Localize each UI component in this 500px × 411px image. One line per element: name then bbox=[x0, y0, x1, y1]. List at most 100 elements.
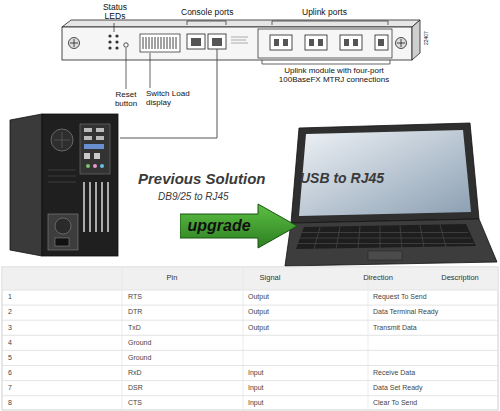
tower-pc bbox=[84, 128, 92, 132]
table-cell: 2 bbox=[8, 308, 12, 316]
leader-lines bbox=[187, 21, 226, 25]
table-cell: Output bbox=[248, 293, 269, 301]
reset-button bbox=[124, 43, 128, 47]
laptop bbox=[368, 251, 402, 260]
laptop bbox=[299, 130, 471, 216]
tower-pc bbox=[10, 114, 42, 256]
table-cell: Transmit Data bbox=[373, 324, 417, 332]
table-cell: Ground bbox=[128, 339, 151, 347]
console-port-jacks bbox=[191, 38, 201, 46]
table-header: Description bbox=[441, 274, 479, 282]
table-cell: RTS bbox=[128, 293, 142, 301]
console-port-jacks bbox=[231, 37, 248, 43]
leader-lines bbox=[126, 48, 127, 89]
table-cell: Data Set Ready bbox=[373, 384, 422, 392]
uplink-port-jacks bbox=[318, 39, 323, 46]
pin-table bbox=[2, 267, 498, 410]
arrow-shape bbox=[180, 204, 297, 248]
caption-text: DB9/25 to RJ45 bbox=[158, 191, 229, 202]
console-port-jacks bbox=[212, 38, 222, 46]
uplink-port-jacks bbox=[353, 39, 358, 46]
upgrade-arrow: upgrade bbox=[180, 203, 298, 249]
tower-pc bbox=[42, 114, 118, 256]
laptop bbox=[285, 219, 497, 266]
table-cell: Clear To Send bbox=[373, 399, 417, 407]
arrow-label: upgrade bbox=[187, 217, 250, 235]
tower-pc bbox=[10, 114, 118, 256]
tower-pc bbox=[54, 132, 70, 148]
arrow-label-box: upgrade bbox=[180, 214, 258, 238]
pin-table bbox=[3, 268, 498, 291]
pin-table bbox=[2, 267, 498, 410]
laptop bbox=[314, 225, 446, 250]
switch-module bbox=[62, 20, 420, 60]
console-port-jacks bbox=[187, 34, 248, 49]
status-leds bbox=[108, 46, 111, 49]
table-cell: Data Terminal Ready bbox=[373, 308, 438, 316]
switch-module bbox=[412, 20, 420, 60]
caption-text: Previous Solution bbox=[138, 171, 266, 188]
tower-pc bbox=[100, 164, 104, 168]
laptop bbox=[291, 123, 479, 223]
table-cell: 7 bbox=[8, 384, 12, 392]
part-label: Switch Load display bbox=[146, 90, 204, 108]
load-display bbox=[140, 34, 180, 52]
part-label: Status LEDs bbox=[94, 3, 136, 22]
table-cell: 3 bbox=[8, 324, 12, 332]
part-label: Reset button bbox=[109, 91, 143, 109]
table-cell: DSR bbox=[128, 384, 143, 392]
pin-table bbox=[122, 267, 368, 410]
tower-pc bbox=[96, 128, 104, 132]
table-header: Direction bbox=[363, 274, 393, 282]
switch-module bbox=[397, 39, 405, 47]
tower-pc bbox=[84, 153, 90, 159]
table-header: Pin bbox=[167, 274, 178, 282]
caption-text: USB to RJ45 bbox=[300, 171, 384, 186]
status-leds bbox=[108, 40, 111, 43]
tower-pc bbox=[48, 170, 76, 182]
tower-pc bbox=[80, 124, 110, 174]
switch-module bbox=[62, 27, 412, 60]
status-leds bbox=[108, 34, 118, 49]
load-display bbox=[143, 37, 176, 49]
table-cell: 4 bbox=[8, 339, 12, 347]
table-header: Signal bbox=[260, 274, 281, 282]
table-cell: Output bbox=[248, 324, 269, 332]
switch-module bbox=[69, 38, 80, 49]
status-leds bbox=[108, 34, 111, 37]
leader-lines bbox=[150, 53, 151, 88]
console-port-jacks bbox=[208, 34, 226, 49]
load-display bbox=[140, 34, 180, 52]
tower-pc bbox=[84, 136, 92, 140]
switch-module bbox=[258, 29, 392, 58]
table-cell: 5 bbox=[8, 354, 12, 362]
table-cell: Ground bbox=[128, 354, 151, 362]
table-cell: RxD bbox=[128, 369, 142, 377]
part-label: Uplink module with four-port 100BaseFX M… bbox=[264, 67, 404, 85]
console-port-jacks bbox=[187, 34, 205, 49]
tower-pc bbox=[94, 153, 100, 159]
tower-pc bbox=[51, 129, 73, 151]
uplink-port-jacks bbox=[305, 35, 327, 50]
uplink-port-jacks bbox=[309, 39, 314, 46]
leader-lines bbox=[114, 23, 115, 32]
tower-pc bbox=[86, 164, 90, 168]
status-leds bbox=[115, 34, 118, 37]
tower-pc bbox=[55, 218, 71, 234]
switch-module bbox=[396, 38, 407, 49]
uplink-port-jacks bbox=[270, 35, 292, 50]
tower-pc bbox=[48, 214, 78, 250]
switch-module bbox=[70, 39, 78, 47]
leader-lines bbox=[262, 60, 390, 64]
tower-pc bbox=[96, 136, 104, 140]
status-leds bbox=[115, 46, 118, 49]
status-leds bbox=[115, 40, 118, 43]
uplink-port-jacks bbox=[378, 39, 384, 46]
uplink-port-jacks bbox=[344, 39, 349, 46]
table-cell: DTR bbox=[128, 308, 142, 316]
table-cell: Request To Send bbox=[373, 293, 427, 301]
uplink-port-jacks bbox=[283, 39, 288, 46]
leader-lines bbox=[272, 21, 388, 25]
